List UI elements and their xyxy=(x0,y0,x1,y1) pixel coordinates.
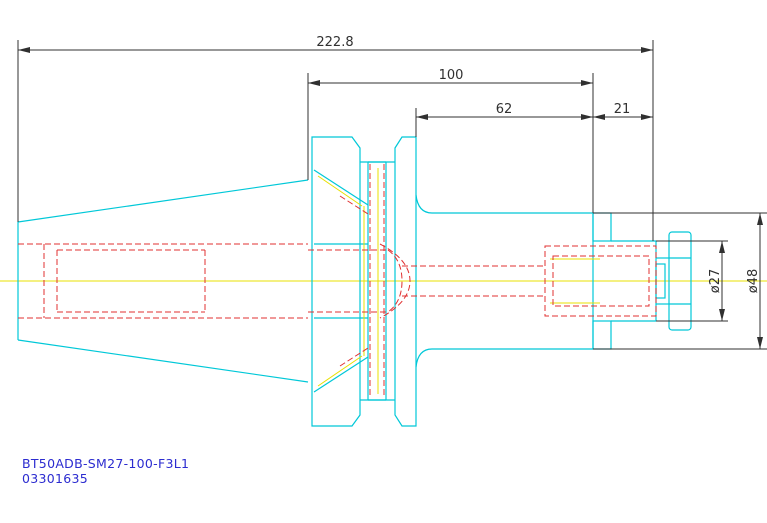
dim-flange-to-nose: 100 xyxy=(439,68,464,83)
dim-nose-length: 21 xyxy=(614,102,631,117)
part-code: BT50ADB-SM27-100-F3L1 xyxy=(22,456,190,471)
dimension-lines xyxy=(17,40,767,350)
dim-body-length: 62 xyxy=(496,102,513,117)
dim-diameter-outer: ø48 xyxy=(746,269,761,294)
hidden-lines xyxy=(18,164,657,398)
dimension-arrows xyxy=(18,47,763,349)
part-serial: 03301635 xyxy=(22,471,89,486)
dim-overall-length: 222.8 xyxy=(316,35,353,50)
dim-diameter-inner: ø27 xyxy=(708,269,723,294)
inner-yellow-lines xyxy=(317,168,600,394)
